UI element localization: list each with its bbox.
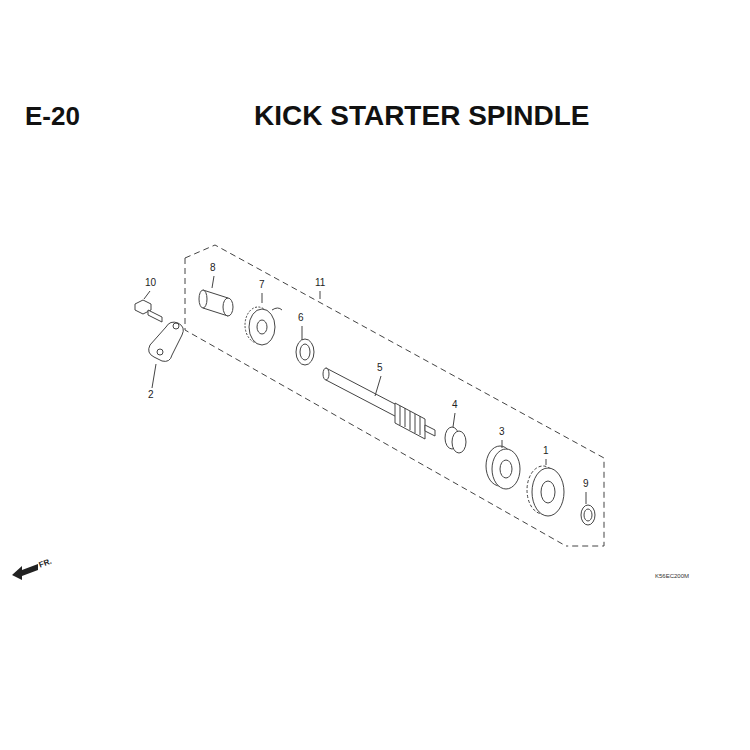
callout-number: 7 <box>259 280 265 290</box>
callout-number: 1 <box>543 446 549 456</box>
figure-number: E-20 <box>25 103 80 129</box>
callout-number: 4 <box>452 400 458 410</box>
callout-number: 8 <box>210 263 216 273</box>
direction-label: FR. <box>38 558 53 570</box>
callout-number: 2 <box>148 390 154 400</box>
callout-number: 10 <box>145 278 156 288</box>
drawing-code: K56EC200M <box>655 573 689 579</box>
callout-number: 5 <box>377 363 383 373</box>
callout-number: 3 <box>499 427 505 437</box>
diagram-title: KICK STARTER SPINDLE <box>254 102 590 130</box>
callout-number: 9 <box>583 479 589 489</box>
callout-number: 6 <box>298 313 304 323</box>
callout-number: 11 <box>315 278 325 288</box>
